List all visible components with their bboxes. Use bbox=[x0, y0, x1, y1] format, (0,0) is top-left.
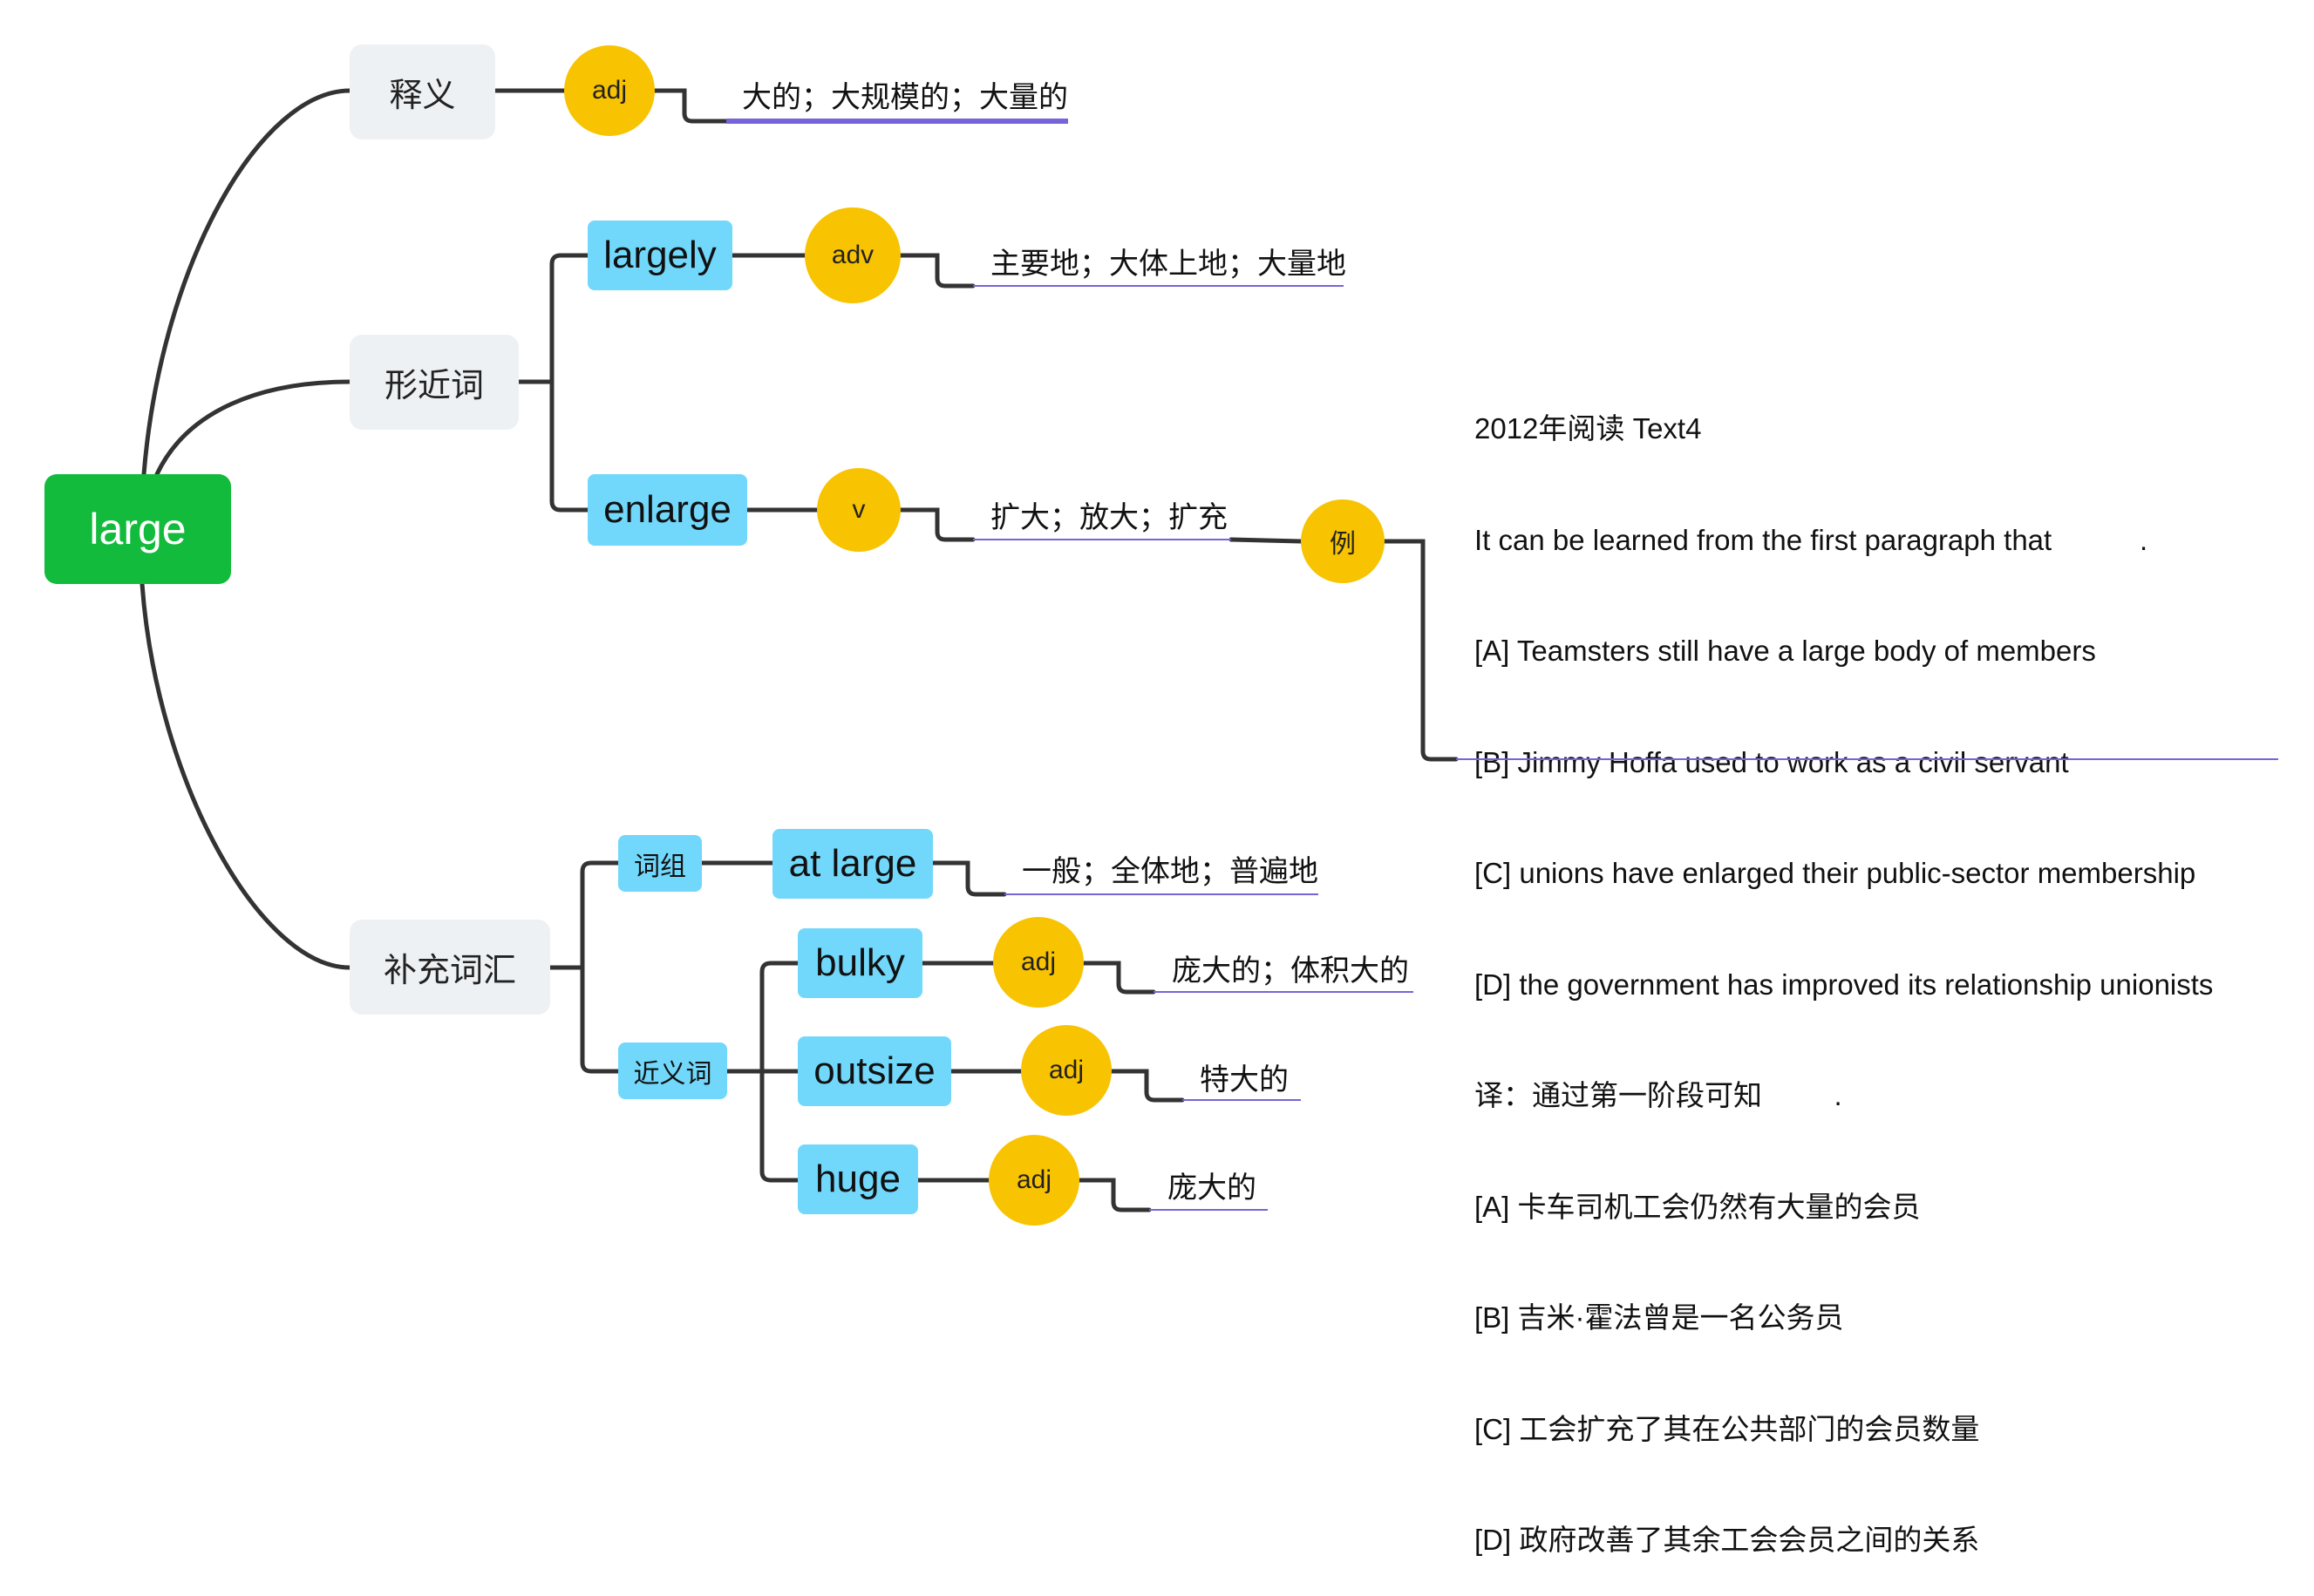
example-block[interactable]: 2012年阅读 Text4 It can be learned from the… bbox=[1474, 336, 2213, 1596]
example-badge[interactable]: 例 bbox=[1301, 499, 1385, 583]
pos-badge[interactable]: adv bbox=[805, 207, 901, 303]
pos-badge[interactable]: adj bbox=[993, 917, 1084, 1008]
example-line: It can be learned from the first paragra… bbox=[1474, 523, 2148, 556]
pos-badge[interactable]: v bbox=[817, 468, 901, 552]
meaning-underline bbox=[726, 119, 1068, 124]
meaning-underline bbox=[1149, 1209, 1268, 1211]
category-definition[interactable]: 释义 bbox=[350, 44, 495, 139]
example-line: 译：通过第一阶段可知 . bbox=[1474, 1079, 1842, 1111]
connector-atlarge-meaning bbox=[930, 860, 1007, 897]
meaning-text[interactable]: 庞大的 bbox=[1167, 1172, 1256, 1205]
example-line: [A] Teamsters still have a large body of… bbox=[1474, 635, 2096, 667]
word-enlarge[interactable]: enlarge bbox=[588, 474, 747, 546]
meaning-text[interactable]: 主要地；大体上地；大量地 bbox=[990, 248, 1346, 281]
connector-root-supplementary bbox=[140, 581, 352, 970]
connector-example-block bbox=[1382, 539, 1459, 762]
connector-root-definition bbox=[141, 88, 352, 477]
meaning-text[interactable]: 庞大的；体积大的 bbox=[1172, 954, 1409, 988]
meaning-underline bbox=[973, 285, 1344, 287]
word-bulky[interactable]: bulky bbox=[798, 928, 922, 998]
meaning-underline bbox=[973, 539, 1231, 540]
connector-huge-meaning bbox=[1077, 1178, 1152, 1212]
category-supplementary[interactable]: 补充词汇 bbox=[350, 920, 550, 1015]
pos-badge[interactable]: adj bbox=[564, 45, 655, 136]
connector-outsize-meaning bbox=[1109, 1069, 1185, 1103]
meaning-underline bbox=[1154, 991, 1413, 993]
root-label: large bbox=[89, 505, 187, 554]
word-huge[interactable]: huge bbox=[798, 1144, 918, 1214]
example-line: [C] 工会扩充了其在公共部门的会员数量 bbox=[1474, 1412, 1980, 1445]
example-line: [D] the government has improved its rela… bbox=[1474, 968, 2214, 1001]
connector-similar-trunk bbox=[516, 253, 590, 513]
meaning-underline bbox=[1182, 1099, 1301, 1101]
pos-badge[interactable]: adj bbox=[1021, 1025, 1112, 1116]
connector-supp-trunk bbox=[548, 860, 621, 1074]
connector-v-meaning bbox=[898, 507, 976, 542]
category-label: 形近词 bbox=[384, 368, 484, 404]
connector-syn-trunk bbox=[725, 961, 800, 1183]
connector-root-similar bbox=[154, 379, 352, 477]
example-line: 2012年阅读 Text4 bbox=[1474, 412, 1702, 445]
connector-lines bbox=[140, 88, 1459, 1212]
example-line: [C] unions have enlarged their public-se… bbox=[1474, 857, 2196, 889]
example-line: [D] 政府改善了其余工会会员之间的关系 bbox=[1474, 1524, 1980, 1556]
tag-phrases[interactable]: 词组 bbox=[618, 835, 702, 892]
category-label: 释义 bbox=[389, 78, 456, 114]
connector-meaning-example bbox=[1228, 537, 1303, 544]
example-line: [B] Jimmy Hoffa used to work as a civil … bbox=[1474, 745, 2069, 778]
example-line: [A] 卡车司机工会仍然有大量的会员 bbox=[1474, 1190, 1921, 1223]
root-node[interactable]: large bbox=[44, 474, 231, 584]
meaning-underline bbox=[1004, 893, 1318, 895]
meaning-text[interactable]: 特大的 bbox=[1200, 1063, 1289, 1097]
meaning-text[interactable]: 一般；全体地；普遍地 bbox=[1022, 855, 1318, 888]
word-at-large[interactable]: at large bbox=[772, 829, 933, 899]
category-label: 补充词汇 bbox=[383, 953, 516, 989]
word-largely[interactable]: largely bbox=[588, 221, 732, 290]
example-underline bbox=[1456, 758, 2278, 760]
connector-bulky-meaning bbox=[1081, 961, 1156, 995]
example-line: [B] 吉米·霍法曾是一名公务员 bbox=[1474, 1301, 1844, 1334]
category-similar-forms[interactable]: 形近词 bbox=[350, 335, 519, 430]
connector-pos-meaning-1 bbox=[652, 88, 729, 124]
tag-synonyms[interactable]: 近义词 bbox=[618, 1042, 727, 1099]
pos-badge[interactable]: adj bbox=[989, 1135, 1079, 1226]
meaning-text[interactable]: 大的；大规模的；大量的 bbox=[742, 81, 1068, 114]
meaning-text[interactable]: 扩大；放大；扩充 bbox=[990, 501, 1228, 534]
word-outsize[interactable]: outsize bbox=[798, 1036, 951, 1106]
connector-adv-meaning bbox=[898, 253, 976, 289]
